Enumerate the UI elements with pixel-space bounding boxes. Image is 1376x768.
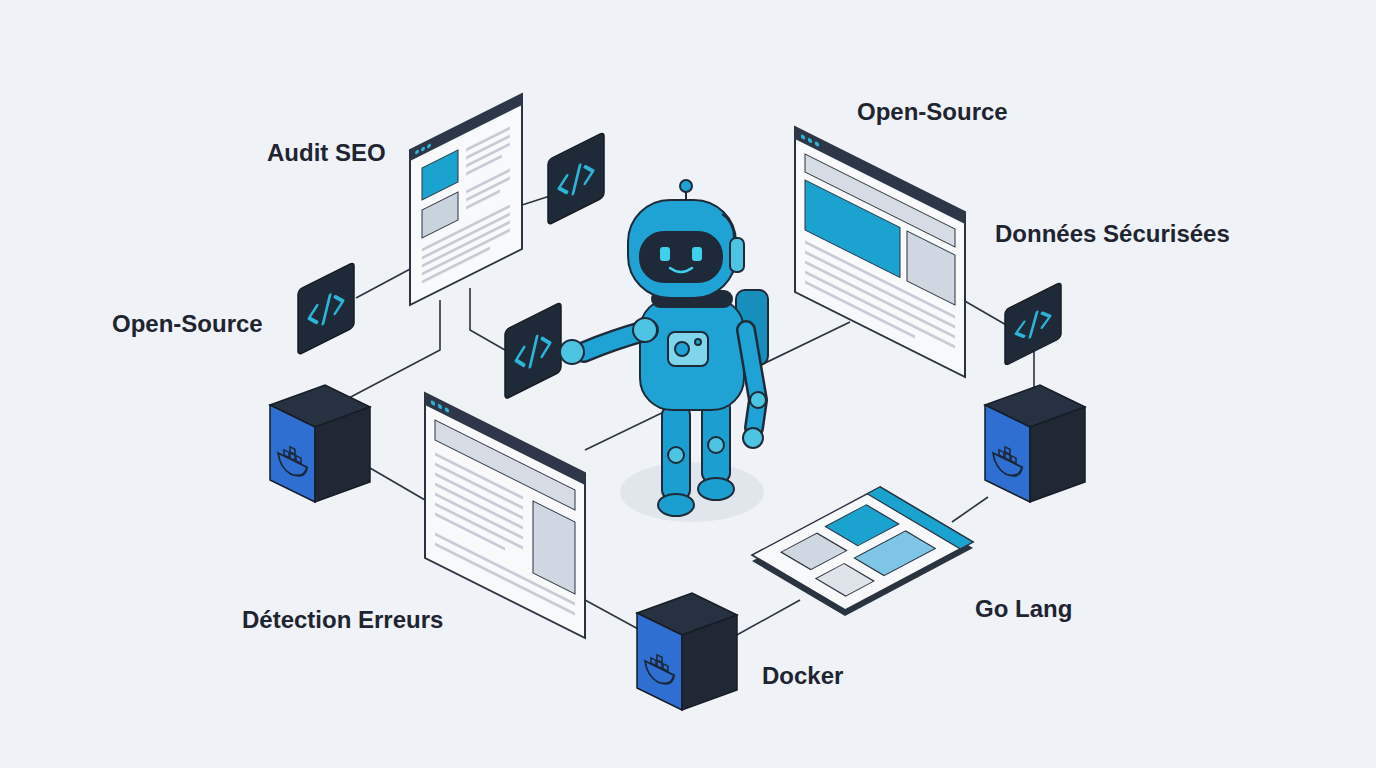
connector-wire	[470, 288, 505, 350]
browser-window	[435, 544, 575, 614]
docker-cube	[637, 593, 737, 710]
browser-window	[435, 534, 575, 604]
robot-illustration	[640, 298, 744, 410]
connector-wire	[952, 497, 988, 522]
browser-window	[815, 141, 819, 148]
feature-label: Go Lang	[975, 595, 1072, 624]
connector-wire	[370, 468, 425, 500]
robot-illustration	[633, 318, 657, 342]
robot-illustration	[628, 200, 736, 298]
robot-illustration	[660, 247, 670, 261]
browser-window	[854, 531, 935, 576]
docker-cube	[270, 385, 1085, 710]
robot-illustration	[708, 437, 724, 453]
browser-window	[427, 143, 431, 149]
browser-window	[466, 156, 502, 174]
browser-window	[431, 400, 435, 407]
browser-window	[421, 146, 425, 152]
browser-window	[805, 180, 900, 278]
robot-illustration	[640, 232, 722, 282]
robot-illustration	[722, 214, 734, 238]
feature-label: Open-Source	[112, 310, 263, 339]
robot-illustration	[730, 238, 744, 272]
feature-label: Données Sécurisées	[995, 220, 1230, 249]
browser-window	[422, 128, 510, 282]
code-icon	[1005, 282, 1061, 366]
browser-window	[808, 137, 812, 144]
code-icon	[298, 262, 354, 355]
browser-window	[805, 242, 955, 317]
browser-window	[752, 487, 973, 610]
browser-window	[795, 127, 965, 377]
browser-window	[422, 230, 510, 274]
feature-label: Open-Source	[857, 98, 1008, 127]
connector-wire	[963, 300, 1008, 326]
browser-window	[435, 420, 575, 510]
connector-wire	[735, 600, 800, 636]
browser-window	[425, 393, 585, 638]
robot-illustration	[670, 268, 692, 272]
browser-window	[438, 403, 442, 410]
docker-cube	[985, 385, 1085, 502]
robot-illustration	[695, 339, 701, 345]
code-icon	[298, 132, 1061, 399]
robot-illustration	[668, 332, 708, 366]
robot-illustration	[746, 330, 758, 428]
browser-window	[805, 282, 915, 337]
browser-window	[422, 248, 490, 282]
browser-window	[422, 150, 458, 200]
docker-cube	[270, 385, 370, 502]
robot-illustration	[698, 478, 734, 500]
robot-illustration	[668, 447, 684, 463]
robot-illustration	[746, 330, 758, 428]
browser-window	[410, 94, 522, 305]
browser-window	[805, 242, 955, 357]
browser-window	[805, 252, 955, 327]
code-icon	[505, 302, 561, 399]
browser-window	[805, 272, 955, 347]
browser-window	[410, 94, 522, 161]
browser-window	[445, 407, 449, 414]
connector-wire	[356, 268, 412, 298]
browser-window	[805, 262, 955, 337]
robot-illustration	[750, 392, 766, 408]
browser-window	[435, 514, 505, 549]
robot-illustration	[620, 462, 764, 522]
connector-wire	[345, 300, 440, 400]
robot-illustration	[680, 180, 692, 192]
robot-illustration	[662, 405, 690, 500]
browser-window	[415, 149, 419, 155]
robot-illustration	[658, 494, 694, 516]
browser-window	[781, 533, 847, 570]
browser-window	[435, 454, 575, 614]
browser-window	[816, 563, 874, 596]
feature-label: Audit SEO	[267, 139, 386, 168]
browser-window	[801, 134, 805, 141]
browser-window	[466, 191, 500, 208]
robot-illustration	[743, 428, 763, 448]
feature-label: Docker	[762, 662, 843, 691]
robot-illustration	[560, 340, 584, 364]
browser-window	[533, 501, 575, 594]
robot-illustration	[692, 247, 702, 261]
browser-window	[410, 94, 522, 305]
browser-window	[907, 231, 955, 305]
browser-window	[795, 127, 965, 377]
connector-wire	[1033, 350, 1035, 392]
browser-window	[752, 487, 973, 610]
browser-window	[422, 192, 458, 238]
feature-label: Détection Erreurs	[242, 606, 443, 635]
browser-window	[825, 505, 899, 546]
connector-wire	[522, 196, 550, 205]
browser-window	[425, 393, 585, 638]
browser-window	[752, 487, 973, 616]
robot-illustration	[675, 342, 689, 356]
connector-wire	[585, 600, 640, 630]
code-icon	[548, 132, 604, 225]
robot-illustration	[560, 180, 768, 522]
browser-window	[435, 494, 523, 538]
